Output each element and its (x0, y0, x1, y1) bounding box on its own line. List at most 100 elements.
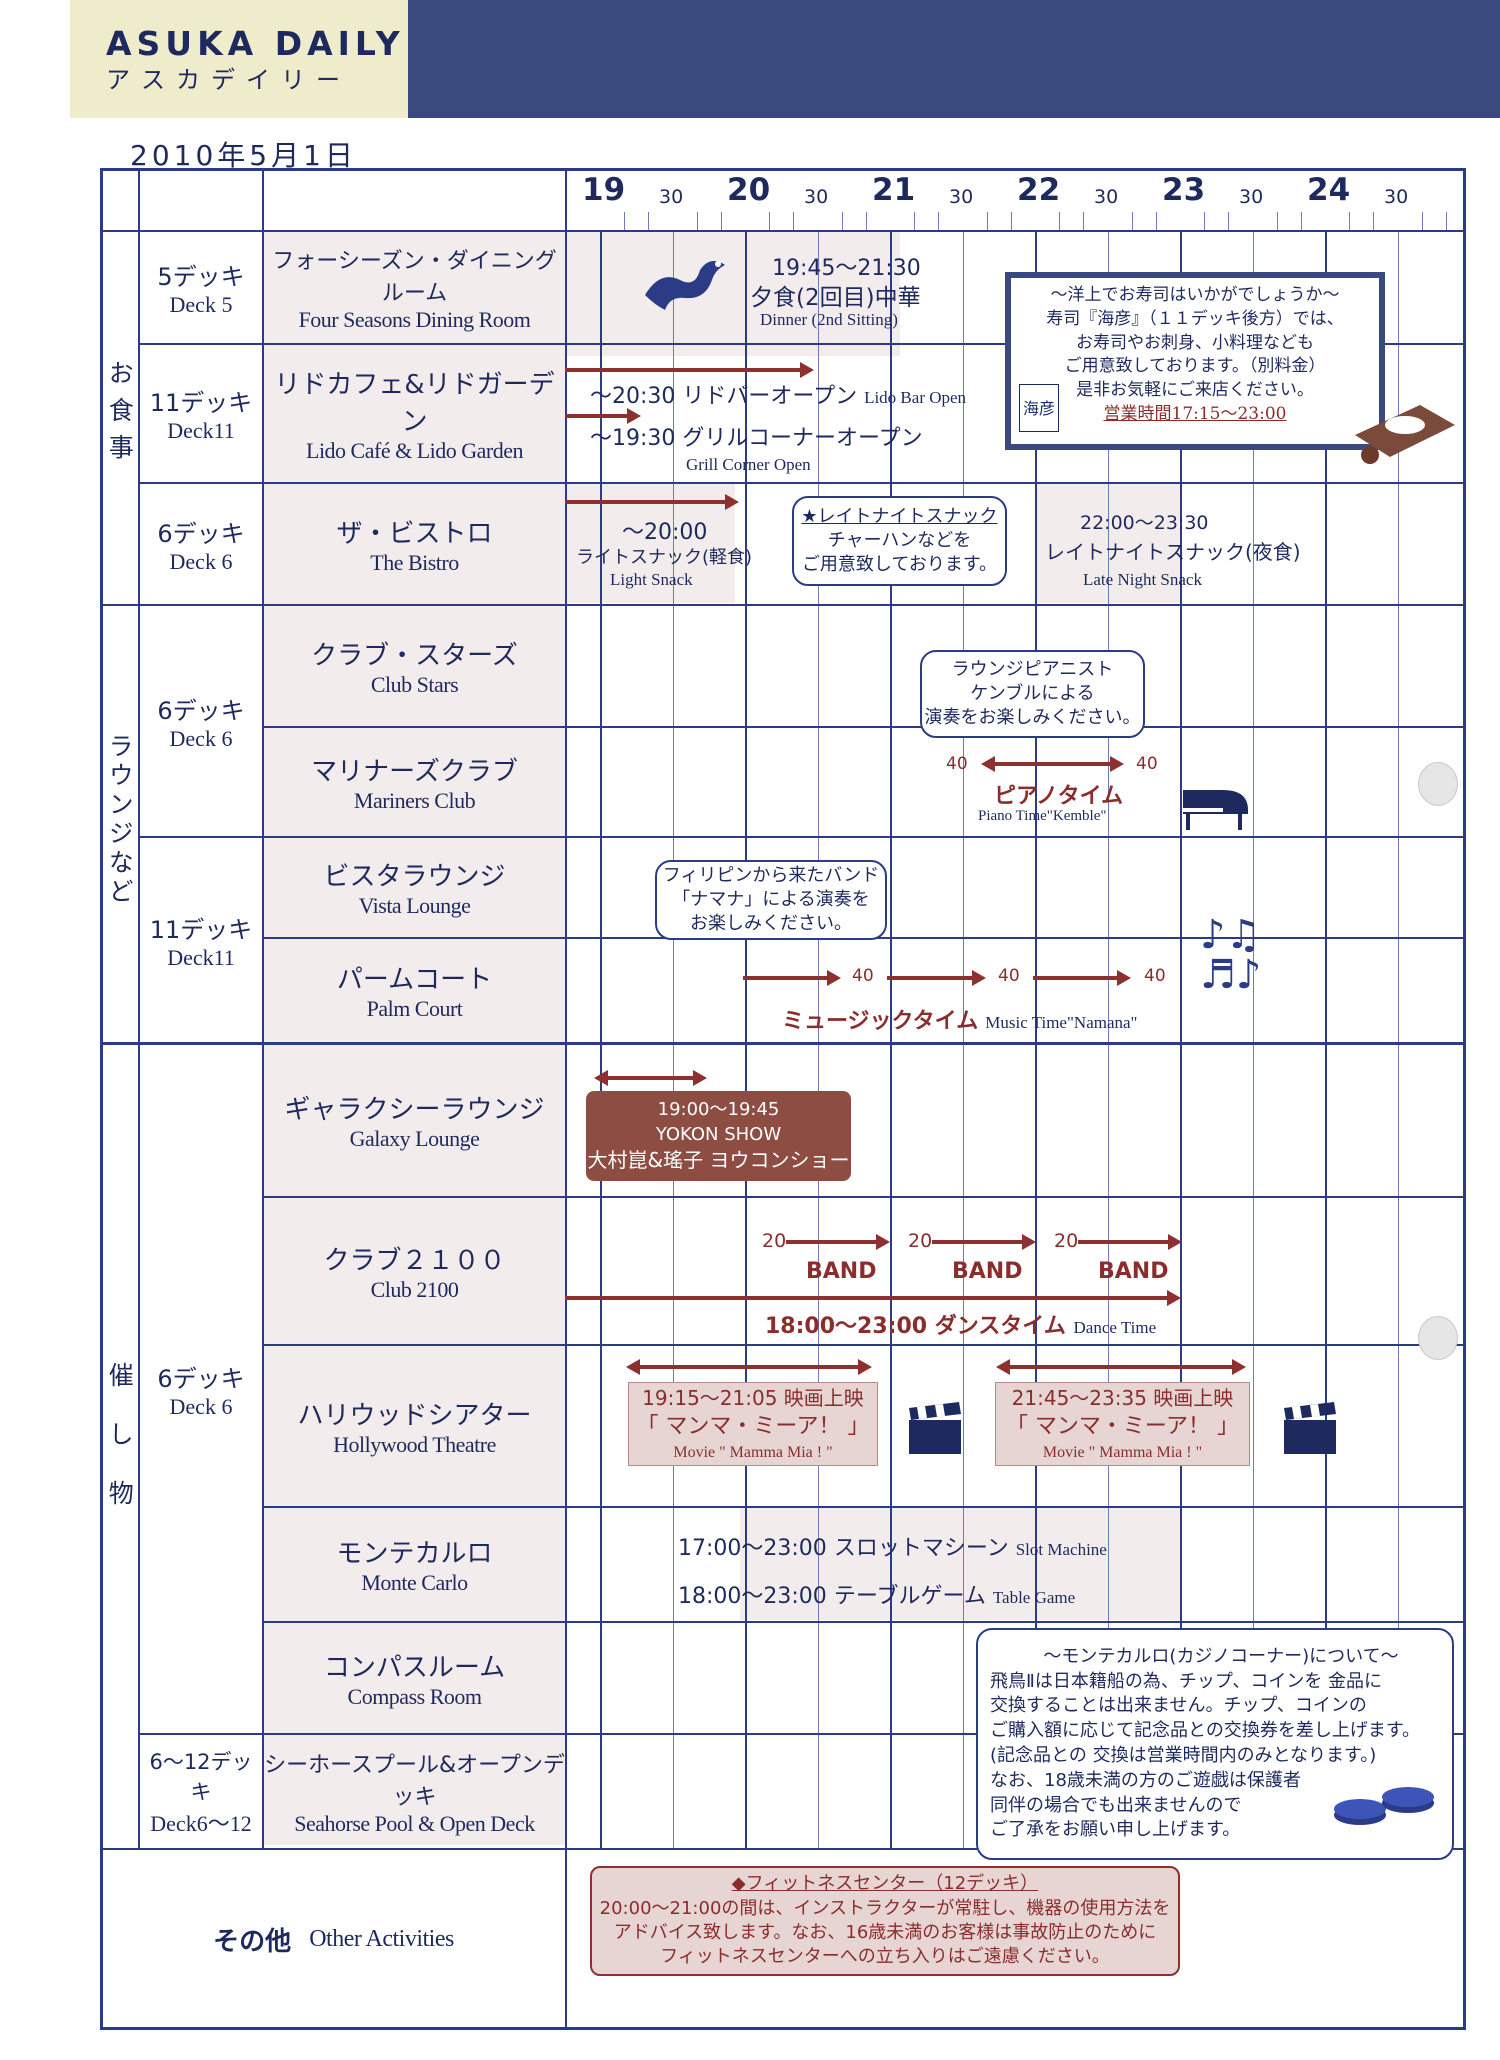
bubble-line: 演奏をお楽しみください。 (924, 707, 1141, 729)
light-snack-time: 〜20:00 (622, 520, 708, 545)
minor-tick (986, 212, 988, 230)
light-snack-arrow (565, 494, 739, 510)
sushi-logo: 海彦 (1019, 384, 1059, 432)
grill-open: 〜19:30 グリルコーナーオープン (590, 426, 923, 451)
minor-tick (1131, 212, 1133, 230)
brand-subtitle: アスカデイリー (106, 66, 351, 94)
music-interval: 40 (1144, 966, 1166, 986)
sushi-line: 是非お気軽にご来店ください。 (1076, 380, 1314, 401)
sushi-hours: 営業時間17:15〜23:00 (1103, 403, 1287, 424)
band-arrow-1 (786, 1234, 890, 1250)
bubble-line: フィリピンから来たバンド (662, 864, 880, 886)
piano-en: Piano Time"Kemble" (978, 808, 1107, 824)
minor-tick (841, 212, 843, 230)
category-lounge: ラウンジなど (105, 733, 135, 907)
casino-line: 交換することは出来ません。チップ、コインの (990, 1695, 1367, 1717)
minor-tick (865, 212, 867, 230)
minor-tick (914, 212, 916, 230)
venue-en: The Bistro (370, 549, 459, 575)
brand-box (70, 0, 408, 118)
casino-line: (記念品との 交換は営業時間内のみとなります。) (990, 1745, 1377, 1766)
band-label: BAND (806, 1259, 877, 1284)
deck-en: Deck6〜12 (150, 1810, 252, 1836)
casino-chips-icon (1334, 1787, 1434, 1825)
row-line (262, 1506, 1466, 1508)
minor-tick (648, 212, 650, 230)
section-line (100, 1848, 1466, 1850)
minor-tick (1373, 212, 1375, 230)
category-dining: お食事 (105, 359, 135, 471)
dinner-en: Dinner (2nd Sitting) (760, 310, 898, 329)
dining-shade-b (740, 231, 900, 356)
light-snack-en: Light Snack (610, 570, 693, 589)
half-hour-label: 30 (1239, 186, 1264, 208)
table-jp: テーブルゲーム (833, 1584, 986, 1609)
lido-bar-arrow (565, 362, 814, 378)
movie1-arrow (626, 1359, 872, 1375)
minor-tick (1276, 212, 1278, 230)
row-line (262, 1621, 1466, 1623)
movie1-box: 19:15〜21:05 映画上映 「 マンマ・ミーア！ 」 Movie " Ma… (628, 1382, 878, 1466)
minor-tick (793, 212, 795, 230)
movie-time: 21:45〜23:35 映画上映 (1011, 1385, 1234, 1410)
hour-gridline (600, 230, 602, 1848)
deck-jp: 5デッキ (157, 263, 245, 291)
dragon-icon (645, 261, 725, 310)
venue-en: Hollywood Theatre (333, 1431, 496, 1457)
row-line (138, 482, 1466, 484)
other-en: Other Activities (309, 1925, 454, 1952)
venue-jp: ビスタラウンジ (323, 862, 506, 892)
venue-en: Club 2100 (370, 1276, 459, 1302)
bubble-line: 「ナマナ」による演奏を (672, 888, 870, 910)
bubble-line: ケンブルによる (970, 682, 1095, 704)
minor-tick (1059, 212, 1061, 230)
minor-tick (1421, 212, 1423, 230)
hour-label: 22 (1017, 172, 1061, 208)
minor-tick (769, 212, 771, 230)
venue-en: Four Seasons Dining Room (298, 306, 531, 332)
hour-gridline (890, 230, 892, 1848)
deck-en: Deck 6 (169, 548, 233, 574)
lido-bar-jp: 〜20:30 リドバーオープン (590, 384, 858, 409)
minor-tick (1300, 212, 1302, 230)
grill-en: Grill Corner Open (686, 455, 811, 474)
half-hour-label: 30 (949, 186, 974, 208)
yokon-line: 大村崑&瑤子 ヨウコンショー (587, 1147, 850, 1172)
half-hour-gridline (672, 230, 674, 1848)
table-time: 18:00〜23:00 (678, 1584, 827, 1609)
row-line (138, 343, 1466, 345)
half-hour-gridline (962, 230, 964, 1848)
deck-en: Deck11 (167, 944, 235, 970)
music-arrow-2 (887, 970, 986, 986)
casino-line: ご了承をお願い申し上げます。 (990, 1819, 1241, 1841)
venue-jp: クラブ２１００ (323, 1245, 506, 1276)
venue-en: Palm Court (366, 996, 463, 1021)
minor-tick (1010, 212, 1012, 230)
movie-title: 「 マンマ・ミーア！ 」 (636, 1413, 870, 1439)
dance-en: Dance Time (1073, 1318, 1157, 1337)
section-line (100, 1042, 1466, 1045)
slot-time: 17:00〜23:00 (678, 1536, 827, 1561)
minor-tick (720, 212, 722, 230)
minor-tick (1349, 212, 1351, 230)
movie2-box: 21:45〜23:35 映画上映 「 マンマ・ミーア！ 」 Movie " Ma… (995, 1382, 1250, 1466)
bubble-line: ご用意致しております。 (801, 554, 998, 576)
casino-title: 〜モンテカルロ(カジノコーナー)について〜 (1043, 1645, 1399, 1667)
casino-notice: 〜モンテカルロ(カジノコーナー)について〜 飛鳥Ⅱは日本籍船の為、チップ、コイン… (976, 1628, 1454, 1860)
bubble-line: お楽しみください。 (690, 913, 852, 935)
row-line (262, 1196, 1466, 1198)
movie-en: Movie " Mamma Mia ! " (1042, 1443, 1203, 1461)
binder-hole (1418, 1316, 1458, 1360)
slot-en: Slot Machine (1015, 1540, 1107, 1559)
venue-jp: リドカフェ&リドガーデン (274, 369, 555, 437)
half-hour-label: 30 (804, 186, 829, 208)
clapperboard-icon (909, 1402, 961, 1454)
